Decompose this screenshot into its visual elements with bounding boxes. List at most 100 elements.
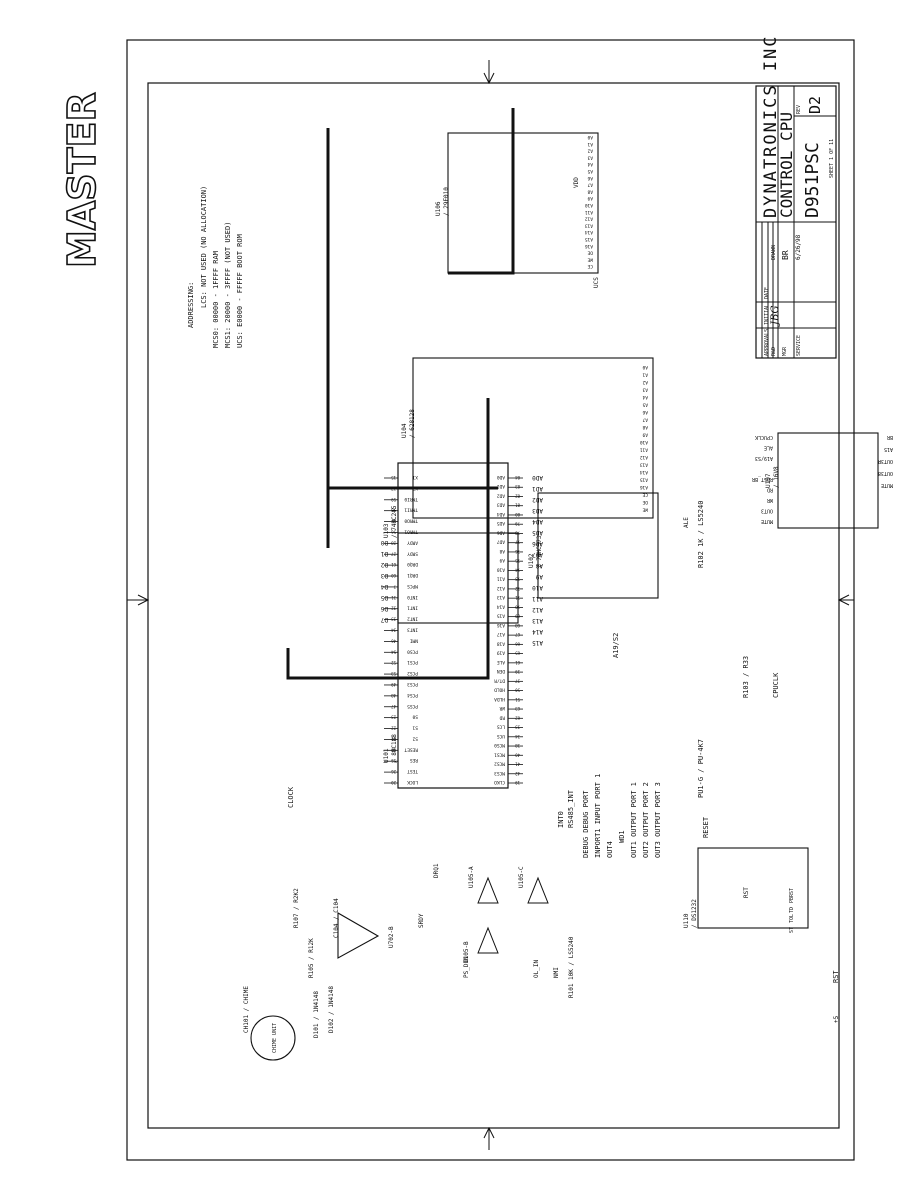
u101-left-pin-name: DRQ0 (407, 561, 418, 567)
u101-right-pin-num: 80 (515, 512, 520, 517)
u103-data-label: D1 (380, 550, 388, 557)
u101-right-pin-name: AD2 (497, 492, 505, 498)
u101-left-pin-name: S2 (412, 735, 418, 741)
u101-left-pin-name: PCS0 (407, 648, 418, 654)
u107-input-label: ALE (764, 445, 773, 451)
u107-part: / 16V8 (773, 466, 780, 488)
address-bus-label: A14 (532, 628, 543, 635)
u101-left-pin-num: 34 (391, 628, 396, 633)
u101-right-pin-name: MCS2 (494, 761, 505, 767)
out1-net: OUT1 OUTPUT PORT 1 (630, 782, 638, 858)
address-bus-label: A12 (532, 606, 543, 613)
u101-left-pin-name: S1 (412, 725, 418, 731)
registration-marks (127, 60, 854, 1150)
drawing-title: CONTROL CPU (777, 112, 796, 218)
u101-right-pin-name: MCS0 (494, 742, 505, 748)
u103-ref: U103 (383, 523, 390, 538)
u101-right-pin-name: CLKO (494, 779, 505, 785)
u101-right-pin-num: 81 (515, 503, 520, 508)
u101-left-pin-num: 17 (391, 486, 396, 491)
ch101-label: CH101 / CHIME (243, 986, 250, 1033)
u106-pin-label: A9 (587, 195, 593, 201)
u106-pin-label: A10 (585, 202, 593, 208)
u101-right-pin-name: LCS (497, 724, 505, 730)
approvals-row-rd: R&D (771, 347, 777, 356)
u106-pin-label: A1 (587, 141, 593, 147)
u101-part: / 80C188 (391, 734, 398, 763)
u101-left-pin-name: X2 (412, 485, 418, 491)
u101-left-pin-name: TMRI0 (404, 496, 418, 502)
approvals-date: DATE (764, 287, 770, 299)
u101-right-pin-name: MCS1 (494, 751, 505, 757)
u101-left-pin-num: 59 (391, 497, 396, 502)
u101-right-pin-name: A17 (497, 631, 505, 637)
u101-right-pin-num: 71 (515, 595, 520, 600)
u101-left-pin-name: INT2 (407, 616, 418, 622)
u104-pin-label: WE (642, 507, 648, 513)
u106-ref: U106 (435, 201, 442, 216)
d102-label: D102 / 1N4148 (328, 986, 335, 1033)
drawn-by: BR (781, 250, 790, 260)
sheet-number: SHEET 1 OF 11 (829, 139, 835, 178)
u101-right-pin-num: 33 (515, 725, 520, 730)
approvals-initials: JBG (770, 305, 781, 327)
u101-right-pin-name: A15 (497, 613, 505, 619)
u101-left-pin-num: 60 (391, 573, 396, 578)
u104-pin-label: A13 (640, 462, 648, 468)
u101-left-pin-name: MPCS (407, 583, 418, 589)
u101-right-pin-num: 39 (515, 669, 520, 674)
ol-in-label: OL_IN (533, 960, 540, 978)
u101-left-pin-name: ARDY (407, 539, 418, 545)
u101-left-pin-num: 47 (391, 704, 396, 709)
u104-pin-label: A12 (640, 454, 648, 460)
u106-pin-label: A15 (585, 236, 593, 242)
u101-right-pin-num: 77 (515, 540, 520, 545)
u101-right-pin-num: 40 (515, 752, 520, 757)
u106-pin-label: A12 (585, 216, 593, 222)
u101-right-pin-num: 75 (515, 558, 520, 563)
drawn-label: DRAWN (771, 245, 777, 260)
u107-output-label: MUTE (881, 482, 893, 488)
u106-pin-label: A0 (587, 134, 593, 140)
u101-right-pin-num: 70 (515, 604, 520, 609)
u101-right-pin-name: HOLD (494, 687, 505, 693)
u101-right-pin-name: A13 (497, 594, 505, 600)
cpuclk-net: CPUCLK (772, 672, 780, 698)
u107-input-label: A19/S3 (755, 455, 773, 461)
revision: D2 (806, 96, 824, 114)
u106-pin-label: CE (587, 263, 593, 269)
u101-right-pin-num: 72 (515, 586, 520, 591)
u101-right-pin-num: 37 (515, 678, 520, 683)
u106-pin-labels: A0A1A2A3A4A5A6A7A8A9A10A11A12A13A14A15A1… (585, 134, 593, 269)
inner-border (147, 82, 840, 1129)
u106-pin-label: A5 (587, 168, 593, 174)
u101-left-pin-num: 49 (391, 682, 396, 687)
u101-left-pin-num: 26 (391, 769, 396, 774)
u101-right-pin-num: 19 (515, 780, 520, 785)
u103-data-label: D2 (380, 561, 388, 568)
svg-text:MASTER: MASTER (60, 92, 104, 268)
c104-label: C104 / C104 (333, 898, 340, 938)
u106-pin-label: A7 (587, 182, 593, 188)
u101-right-pin-num: 73 (515, 577, 520, 582)
u101-right-pin-name: MCS3 (494, 770, 505, 776)
u106-pin-label: A16 (585, 243, 593, 249)
u107-input-label: OUT3 (761, 508, 773, 514)
address-bus-label: AD2 (532, 496, 543, 503)
u101-left-pin-name: DRQ1 (407, 572, 418, 578)
approvals-row-service: SERVICE (796, 335, 802, 356)
u104-pin-labels: A0A1A2A3A4A5A6A7A8A9A10A11A12A13A14A15A1… (640, 364, 648, 513)
u101-right-pin-name: A10 (497, 566, 505, 572)
rev-label: REV (796, 105, 802, 114)
u106-pin-label: A6 (587, 175, 593, 181)
u104-pin-label: A8 (642, 424, 648, 430)
u101-right-pin-name: RD (499, 714, 505, 720)
u101-left-pin-num: 32 (391, 606, 396, 611)
u101-right-pin-name: AD6 (497, 529, 505, 535)
u101-left-pin-name: S0 (412, 714, 418, 720)
u101-right-pin-num: 41 (515, 762, 520, 767)
u101-left-pin-num: 27 (391, 551, 396, 556)
u106-vdd: VDD (573, 177, 580, 188)
out3-net: OUT3 OUTPUT PORT 3 (654, 782, 662, 858)
